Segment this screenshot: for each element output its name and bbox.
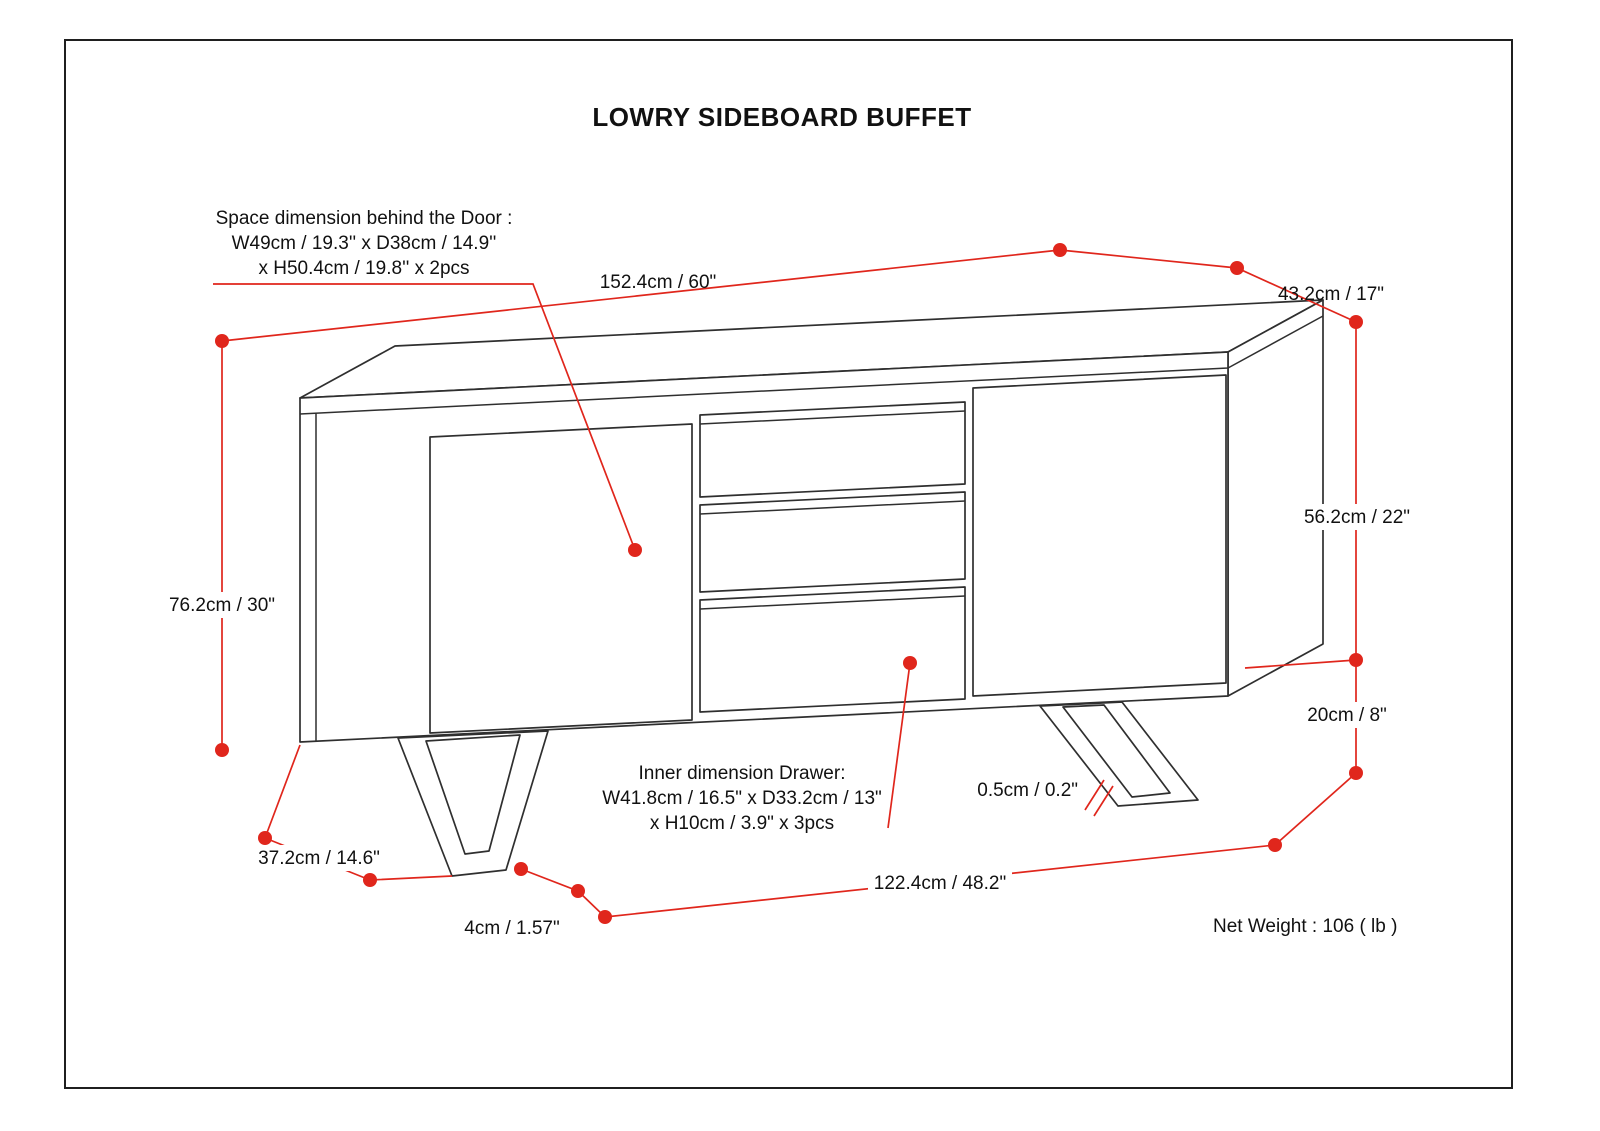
dot — [1230, 261, 1244, 275]
drawer-note-line3: x H10cm / 3.9" x 3pcs — [650, 813, 834, 834]
left-door — [429, 423, 693, 734]
dot — [598, 910, 612, 924]
width-dim-line — [221, 249, 1061, 342]
dimension-labels: 152.4cm / 60" 43.2cm / 17" 76.2cm / 30" … — [158, 272, 1422, 939]
drawer-bottom — [699, 586, 966, 713]
page-border — [64, 39, 1513, 1089]
dim-foot-width-label: 4cm / 1.57" — [464, 918, 559, 939]
left-leg-inner — [425, 734, 521, 855]
dot — [514, 862, 528, 876]
net-weight-label: Net Weight : 106 ( lb ) — [1213, 916, 1397, 937]
drawer-top — [699, 401, 966, 498]
leg-span-connector — [1274, 772, 1357, 846]
drawer-note-line2: W41.8cm / 16.5" x D33.2cm / 13" — [602, 788, 882, 809]
drawer-pull-grooves — [699, 410, 966, 610]
dot — [1349, 315, 1363, 329]
door-note-line1: Space dimension behind the Door : — [216, 208, 513, 229]
label-mask — [868, 870, 1012, 895]
right-leg-inner — [1062, 704, 1171, 798]
label-mask — [252, 845, 386, 871]
dim-leg-span-label: 122.4cm / 48.2" — [874, 873, 1006, 894]
dot — [1268, 838, 1282, 852]
dot — [215, 334, 229, 348]
foot-width-dim-line — [520, 868, 606, 918]
dim-width-label: 152.4cm / 60" — [600, 272, 717, 293]
cabinet-bottom-extension — [1244, 659, 1357, 669]
drawer-middle — [699, 491, 966, 593]
page-title: LOWRY SIDEBOARD BUFFET — [592, 102, 971, 132]
dot — [903, 656, 917, 670]
label-mask — [1294, 504, 1422, 530]
dot — [628, 543, 642, 557]
door-note-leader — [213, 283, 636, 551]
annotation-notes: Space dimension behind the Door : W49cm … — [216, 208, 1398, 937]
drawer-note-leader — [887, 662, 911, 829]
dim-side-depth-label: 37.2cm / 14.6" — [258, 848, 380, 869]
dim-height-label: 76.2cm / 30" — [169, 595, 275, 616]
dim-depth-label: 43.2cm / 17" — [1278, 284, 1384, 305]
drawer-note-line1: Inner dimension Drawer: — [639, 763, 846, 784]
right-door — [972, 374, 1227, 697]
dot — [571, 884, 585, 898]
dimension-dots — [215, 243, 1363, 924]
label-mask — [1300, 702, 1394, 728]
dim-leg-height-label: 20cm / 8" — [1307, 705, 1387, 726]
sideboard-drawing — [299, 299, 1324, 877]
door-note-line2: W49cm / 19.3'' x D38cm / 14.9'' — [232, 233, 497, 254]
dim-gap-label: 0.5cm / 0.2" — [977, 780, 1078, 801]
dot — [1053, 243, 1067, 257]
dot — [363, 873, 377, 887]
top-slab-edge — [299, 315, 1324, 415]
dot — [258, 831, 272, 845]
gap-tick-marks — [1084, 779, 1114, 817]
door-note-line3: x H50.4cm / 19.8'' x 2pcs — [258, 258, 469, 279]
label-mask — [158, 592, 288, 618]
dot — [1349, 766, 1363, 780]
dot — [1349, 653, 1363, 667]
dim-body-height-label: 56.2cm / 22" — [1304, 507, 1410, 528]
dot — [215, 743, 229, 757]
